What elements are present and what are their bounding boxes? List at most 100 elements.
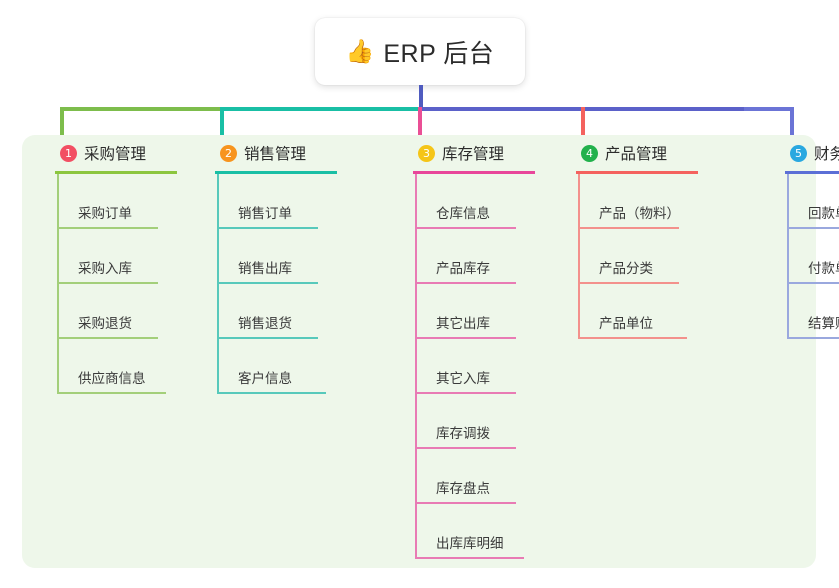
connector-stub-3 [418, 107, 422, 140]
connector-bar-green-right [176, 107, 221, 111]
leaf-item-underline [59, 227, 158, 229]
connector-bar-green [60, 107, 177, 111]
leaf-item-label: 销售退货 [238, 316, 292, 331]
category-header-4[interactable]: 4 产品管理 [564, 135, 724, 174]
leaf-item-underline [417, 337, 516, 339]
category-header-2[interactable]: 2 销售管理 [203, 135, 363, 174]
thumbs-up-icon: 👍 [345, 38, 375, 64]
leaf-item[interactable]: 采购退货 [59, 284, 203, 339]
category-number-badge: 4 [581, 144, 598, 162]
category-items: 销售订单销售出库销售退货客户信息 [203, 174, 363, 394]
leaf-item[interactable]: 回款单 [789, 174, 839, 229]
category-underline [785, 171, 839, 174]
category-title: 采购管理 [84, 146, 147, 163]
leaf-item-label: 采购订单 [78, 206, 132, 221]
category-header-5[interactable]: 5 财务管理 [773, 135, 839, 174]
category-underline [55, 171, 177, 174]
leaf-item-underline [580, 282, 679, 284]
leaf-item[interactable]: 产品库存 [417, 229, 561, 284]
leaf-item-underline [417, 282, 516, 284]
category-title: 财务管理 [814, 146, 839, 163]
tree-spine [578, 174, 580, 339]
category-number-badge: 2 [220, 144, 237, 162]
leaf-item-label: 仓库信息 [436, 206, 490, 221]
leaf-item-label: 其它出库 [436, 316, 490, 331]
leaf-item-underline [417, 557, 524, 559]
leaf-item-label: 产品库存 [436, 261, 490, 276]
leaf-item-underline [59, 392, 166, 394]
leaf-item-underline [417, 447, 516, 449]
leaf-item-underline [789, 282, 839, 284]
category-column-5: 5 财务管理回款单付款单结算账户 [773, 135, 839, 339]
leaf-item[interactable]: 其它出库 [417, 284, 561, 339]
category-number-badge: 3 [418, 144, 435, 162]
leaf-item[interactable]: 其它入库 [417, 339, 561, 394]
leaf-item[interactable]: 产品分类 [580, 229, 724, 284]
connector-bar-teal [220, 107, 420, 111]
leaf-item[interactable]: 产品单位 [580, 284, 724, 339]
category-items: 采购订单采购入库采购退货供应商信息 [43, 174, 203, 394]
category-header-3[interactable]: 3 库存管理 [401, 135, 561, 174]
category-column-3: 3 库存管理仓库信息产品库存其它出库其它入库库存调拨库存盘点出库库明细 [401, 135, 561, 559]
tree-spine [217, 174, 219, 394]
connector-stub-2 [220, 107, 224, 140]
category-items: 产品（物料） 产品分类产品单位 [564, 174, 724, 339]
leaf-item-underline [580, 227, 679, 229]
leaf-item[interactable]: 出库库明细 [417, 504, 561, 559]
leaf-item[interactable]: 销售订单 [219, 174, 363, 229]
category-underline [215, 171, 337, 174]
category-title: 销售管理 [244, 146, 307, 163]
leaf-item[interactable]: 产品（物料） [580, 174, 724, 229]
leaf-item-underline [789, 227, 839, 229]
category-items: 仓库信息产品库存其它出库其它入库库存调拨库存盘点出库库明细 [401, 174, 561, 559]
leaf-item-underline [219, 282, 318, 284]
leaf-item-label: 采购入库 [78, 261, 132, 276]
connector-bar-blue-right [744, 107, 794, 111]
leaf-item-label: 产品单位 [599, 316, 653, 331]
leaf-item-label: 出库库明细 [436, 536, 504, 551]
category-title: 库存管理 [442, 146, 505, 163]
connector-stub-5 [790, 107, 794, 140]
root-node-title: ERP 后台 [383, 39, 495, 68]
leaf-item[interactable]: 结算账户 [789, 284, 839, 339]
leaf-item[interactable]: 付款单 [789, 229, 839, 284]
leaf-item-label: 付款单 [808, 261, 839, 276]
connector-stub-4 [581, 107, 585, 140]
leaf-item[interactable]: 仓库信息 [417, 174, 561, 229]
leaf-item[interactable]: 销售退货 [219, 284, 363, 339]
leaf-item-label: 销售出库 [238, 261, 292, 276]
leaf-item-underline [219, 392, 326, 394]
leaf-item[interactable]: 库存盘点 [417, 449, 561, 504]
leaf-item-underline [219, 227, 318, 229]
category-title: 产品管理 [605, 146, 668, 163]
connector-trunk [419, 85, 423, 109]
leaf-item-label: 采购退货 [78, 316, 132, 331]
leaf-item-underline [219, 337, 318, 339]
root-node-card[interactable]: 👍 ERP 后台 [315, 18, 525, 85]
leaf-item[interactable]: 供应商信息 [59, 339, 203, 394]
category-number-badge: 5 [790, 144, 807, 162]
category-column-2: 2 销售管理销售订单销售出库销售退货客户信息 [203, 135, 363, 394]
leaf-item-underline [59, 337, 158, 339]
leaf-item-label: 产品分类 [599, 261, 653, 276]
leaf-item-label: 供应商信息 [78, 371, 146, 386]
leaf-item-underline [417, 227, 516, 229]
leaf-item-label: 销售订单 [238, 206, 292, 221]
leaf-item-label: 库存盘点 [436, 481, 490, 496]
leaf-item[interactable]: 库存调拨 [417, 394, 561, 449]
category-column-4: 4 产品管理产品（物料） 产品分类产品单位 [564, 135, 724, 339]
category-underline [413, 171, 535, 174]
leaf-item[interactable]: 客户信息 [219, 339, 363, 394]
connector-stub-1 [60, 107, 64, 140]
leaf-item-underline [417, 392, 516, 394]
leaf-item-label: 回款单 [808, 206, 839, 221]
category-items: 回款单付款单结算账户 [773, 174, 839, 339]
tree-spine [415, 174, 417, 559]
leaf-item-label: 其它入库 [436, 371, 490, 386]
leaf-item-underline [59, 282, 158, 284]
leaf-item[interactable]: 采购订单 [59, 174, 203, 229]
leaf-item[interactable]: 采购入库 [59, 229, 203, 284]
leaf-item[interactable]: 销售出库 [219, 229, 363, 284]
